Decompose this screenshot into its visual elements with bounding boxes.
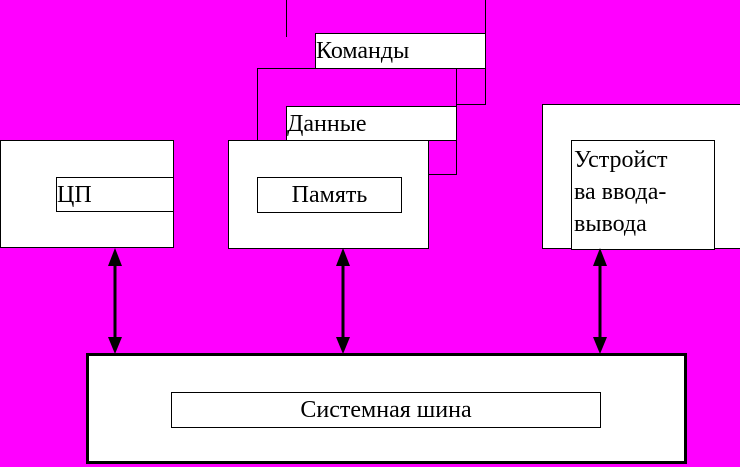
io-label-line-2: ва ввода- bbox=[574, 179, 667, 205]
io-label: Устройст ва ввода- вывода bbox=[571, 140, 715, 250]
io-label-line-1: Устройст bbox=[574, 147, 668, 173]
cpu-label: ЦП bbox=[56, 177, 174, 212]
io-label-line-3: вывода bbox=[574, 211, 647, 237]
system-bus-label: Системная шина bbox=[171, 392, 601, 428]
io-bus-arrow-head-top bbox=[593, 248, 607, 266]
data-frame-left-edge bbox=[257, 68, 258, 140]
commands-label: Команды bbox=[315, 33, 486, 69]
cpu-bus-arrow-head-bottom bbox=[108, 337, 122, 354]
cpu-bus-arrow bbox=[108, 248, 122, 354]
memory-bus-arrow bbox=[336, 248, 350, 354]
data-label: Данные bbox=[286, 106, 457, 141]
data-label-text: Данные bbox=[287, 110, 367, 137]
commands-frame-left-edge bbox=[286, 0, 287, 37]
memory-label: Память bbox=[257, 177, 402, 213]
data-frame-top-edge bbox=[257, 68, 316, 69]
commands-frame-bottom-edge bbox=[456, 104, 486, 105]
data-frame-bottom-edge bbox=[428, 174, 457, 175]
cpu-label-text: ЦП bbox=[57, 181, 92, 208]
memory-label-text: Память bbox=[291, 182, 368, 208]
memory-bus-arrow-head-bottom bbox=[336, 337, 350, 354]
commands-label-text: Команды bbox=[316, 38, 410, 64]
system-bus-label-text: Системная шина bbox=[300, 397, 472, 423]
io-bus-arrow-head-bottom bbox=[593, 337, 607, 354]
cpu-bus-arrow-head-top bbox=[108, 248, 122, 266]
io-bus-arrow bbox=[593, 248, 607, 354]
memory-bus-arrow-head-top bbox=[336, 248, 350, 266]
